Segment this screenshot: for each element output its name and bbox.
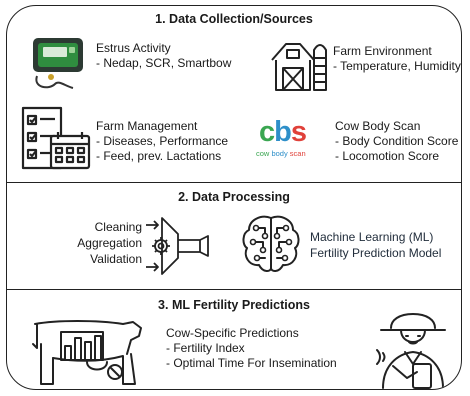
farm-environment-heading: Farm Environment [333,44,432,58]
cow-body-scan-line-1: - Body Condition Score [335,134,459,148]
cbs-logo-subtitle: cow body scan [256,149,306,158]
farm-environment-detail: - Temperature, Humidity [333,59,461,73]
step-validation: Validation [90,252,142,266]
ml-model-line-2: Fertility Prediction Model [310,246,442,260]
section-divider-1 [7,182,461,183]
section-3-title: 3. ML Fertility Predictions [158,298,310,312]
step-aggregation: Aggregation [77,236,142,250]
farm-management-line-1: - Diseases, Performance [96,134,229,148]
activity-sensor-icon [33,38,83,89]
cow-chart-icon [32,320,142,385]
step-cleaning: Cleaning [94,220,142,234]
cbs-logo-b: b [274,116,292,148]
cbs-logo-s: s [290,116,307,148]
brain-circuit-icon [242,215,300,272]
cbs-word-body: body [271,149,288,158]
barn-silo-icon [271,43,327,91]
cbs-word-cow: cow [256,149,270,158]
section-2-title: 2. Data Processing [178,190,290,204]
section-divider-2 [7,289,461,290]
farm-management-heading: Farm Management [96,119,198,133]
predictions-heading: Cow-Specific Predictions [166,326,299,340]
pipeline-diagram: 1. Data Collection/Sources Estrus Activi… [6,5,462,390]
cow-body-scan-heading: Cow Body Scan [335,119,421,133]
section-1-title: 1. Data Collection/Sources [155,12,313,26]
estrus-activity-heading: Estrus Activity [96,41,171,55]
cbs-logo-c: c [259,116,275,148]
farmer-tablet-icon [376,313,446,389]
estrus-activity-detail: - Nedap, SCR, Smartbow [96,56,232,70]
cbs-logo: cbs [259,116,307,148]
checklist-calendar-icon [21,106,91,170]
prediction-optimal-time: - Optimal Time For Insemination [166,356,337,370]
prediction-fertility-index: - Fertility Index [166,341,245,355]
cbs-word-scan: scan [289,149,306,158]
ml-model-line-1: Machine Learning (ML) [310,230,434,244]
cow-body-scan-line-2: - Locomotion Score [335,149,440,163]
farm-management-line-2: - Feed, prev. Lactations [96,149,222,163]
funnel-gear-icon [146,217,209,275]
